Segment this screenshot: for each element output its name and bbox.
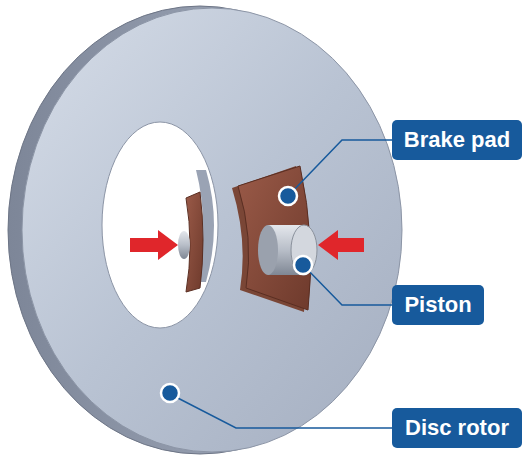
leader-line (170, 394, 392, 428)
leader-dot (161, 384, 179, 402)
force-arrow (318, 230, 364, 260)
rotor-hole (102, 122, 218, 328)
leader-line (305, 267, 392, 305)
inner-piston (178, 231, 190, 259)
leader-dot (294, 256, 312, 274)
callout-text: Piston (404, 294, 471, 316)
callout-text: Disc rotor (405, 417, 509, 439)
leader-line (290, 140, 392, 194)
callout-label: Disc rotor (392, 408, 522, 448)
piston-face (291, 225, 317, 275)
rotor-face (22, 8, 402, 452)
leader-dot (279, 187, 297, 205)
callout-label: Piston (392, 285, 484, 325)
callout-text: Brake pad (404, 129, 510, 151)
force-arrow (130, 230, 178, 260)
callout-label: Brake pad (392, 120, 522, 160)
piston-back (258, 225, 278, 275)
